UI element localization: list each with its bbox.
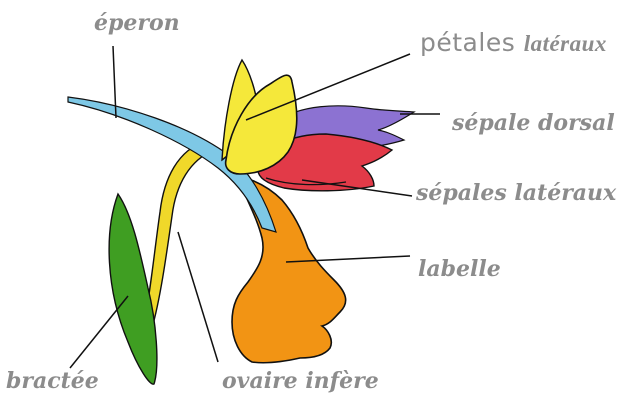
labelle-shape bbox=[232, 176, 346, 363]
label-sepale-dorsal: sépale dorsal bbox=[452, 112, 615, 134]
label-ovaire-infere: ovaire infère bbox=[222, 370, 379, 392]
leader-bractee bbox=[70, 296, 128, 368]
label-petales-lateraux: pétales latéraux bbox=[420, 30, 607, 55]
label-eperon: éperon bbox=[94, 12, 180, 34]
label-petales-lateraux-part2: latéraux bbox=[524, 31, 607, 56]
label-sepales-lateraux: sépales latéraux bbox=[416, 182, 616, 204]
leader-ovaire bbox=[178, 232, 218, 362]
label-bractee: bractée bbox=[6, 370, 99, 392]
label-labelle: labelle bbox=[418, 258, 501, 280]
ovaire-infere-shape bbox=[143, 141, 214, 334]
label-petales-lateraux-part1: pétales bbox=[420, 28, 515, 57]
